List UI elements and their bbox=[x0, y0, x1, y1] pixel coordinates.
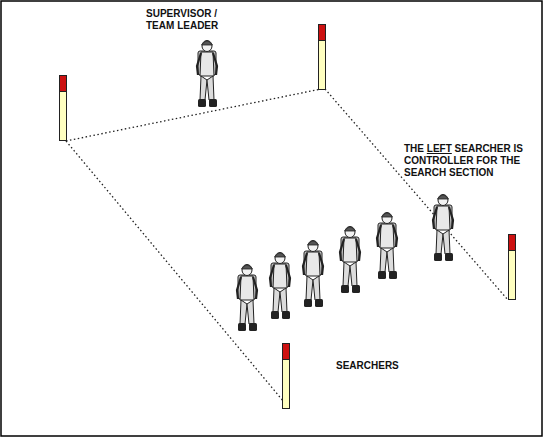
label-word: SECTION bbox=[449, 167, 493, 179]
label-word: TEAM bbox=[146, 20, 174, 32]
searcher-figure bbox=[303, 241, 323, 308]
label-word: / bbox=[214, 8, 217, 20]
label-word: LEFT bbox=[427, 143, 452, 155]
label-word: SEARCHER bbox=[455, 143, 511, 155]
supervisor-figure bbox=[197, 41, 217, 108]
label-word: LEADER bbox=[177, 20, 218, 32]
label-word: THE bbox=[500, 155, 520, 167]
searcher-figure bbox=[237, 265, 257, 332]
searcher-figure bbox=[340, 227, 360, 294]
marker-stake bbox=[509, 235, 516, 300]
marker-stake bbox=[60, 76, 67, 141]
marker-stake bbox=[283, 344, 290, 409]
label-word: SEARCH bbox=[404, 167, 446, 179]
label-word: CONTROLLER bbox=[404, 155, 473, 167]
role-label: SUPERVISOR/ TEAMLEADER bbox=[146, 8, 232, 32]
searcher-figure bbox=[270, 253, 290, 320]
note-label: THELEFTSEARCHERISCONTROLLERFORTHESEARCHS… bbox=[404, 143, 536, 179]
label-word: SUPERVISOR bbox=[146, 8, 211, 20]
label-word: THE bbox=[404, 143, 424, 155]
searcher-figure bbox=[377, 213, 397, 280]
label-word: SEARCHERS bbox=[336, 360, 399, 372]
marker-stake bbox=[319, 25, 326, 90]
searcher-figure bbox=[433, 195, 453, 262]
label-word: IS bbox=[514, 143, 523, 155]
label-word: FOR bbox=[476, 155, 497, 167]
group-label: SEARCHERS bbox=[336, 360, 426, 372]
